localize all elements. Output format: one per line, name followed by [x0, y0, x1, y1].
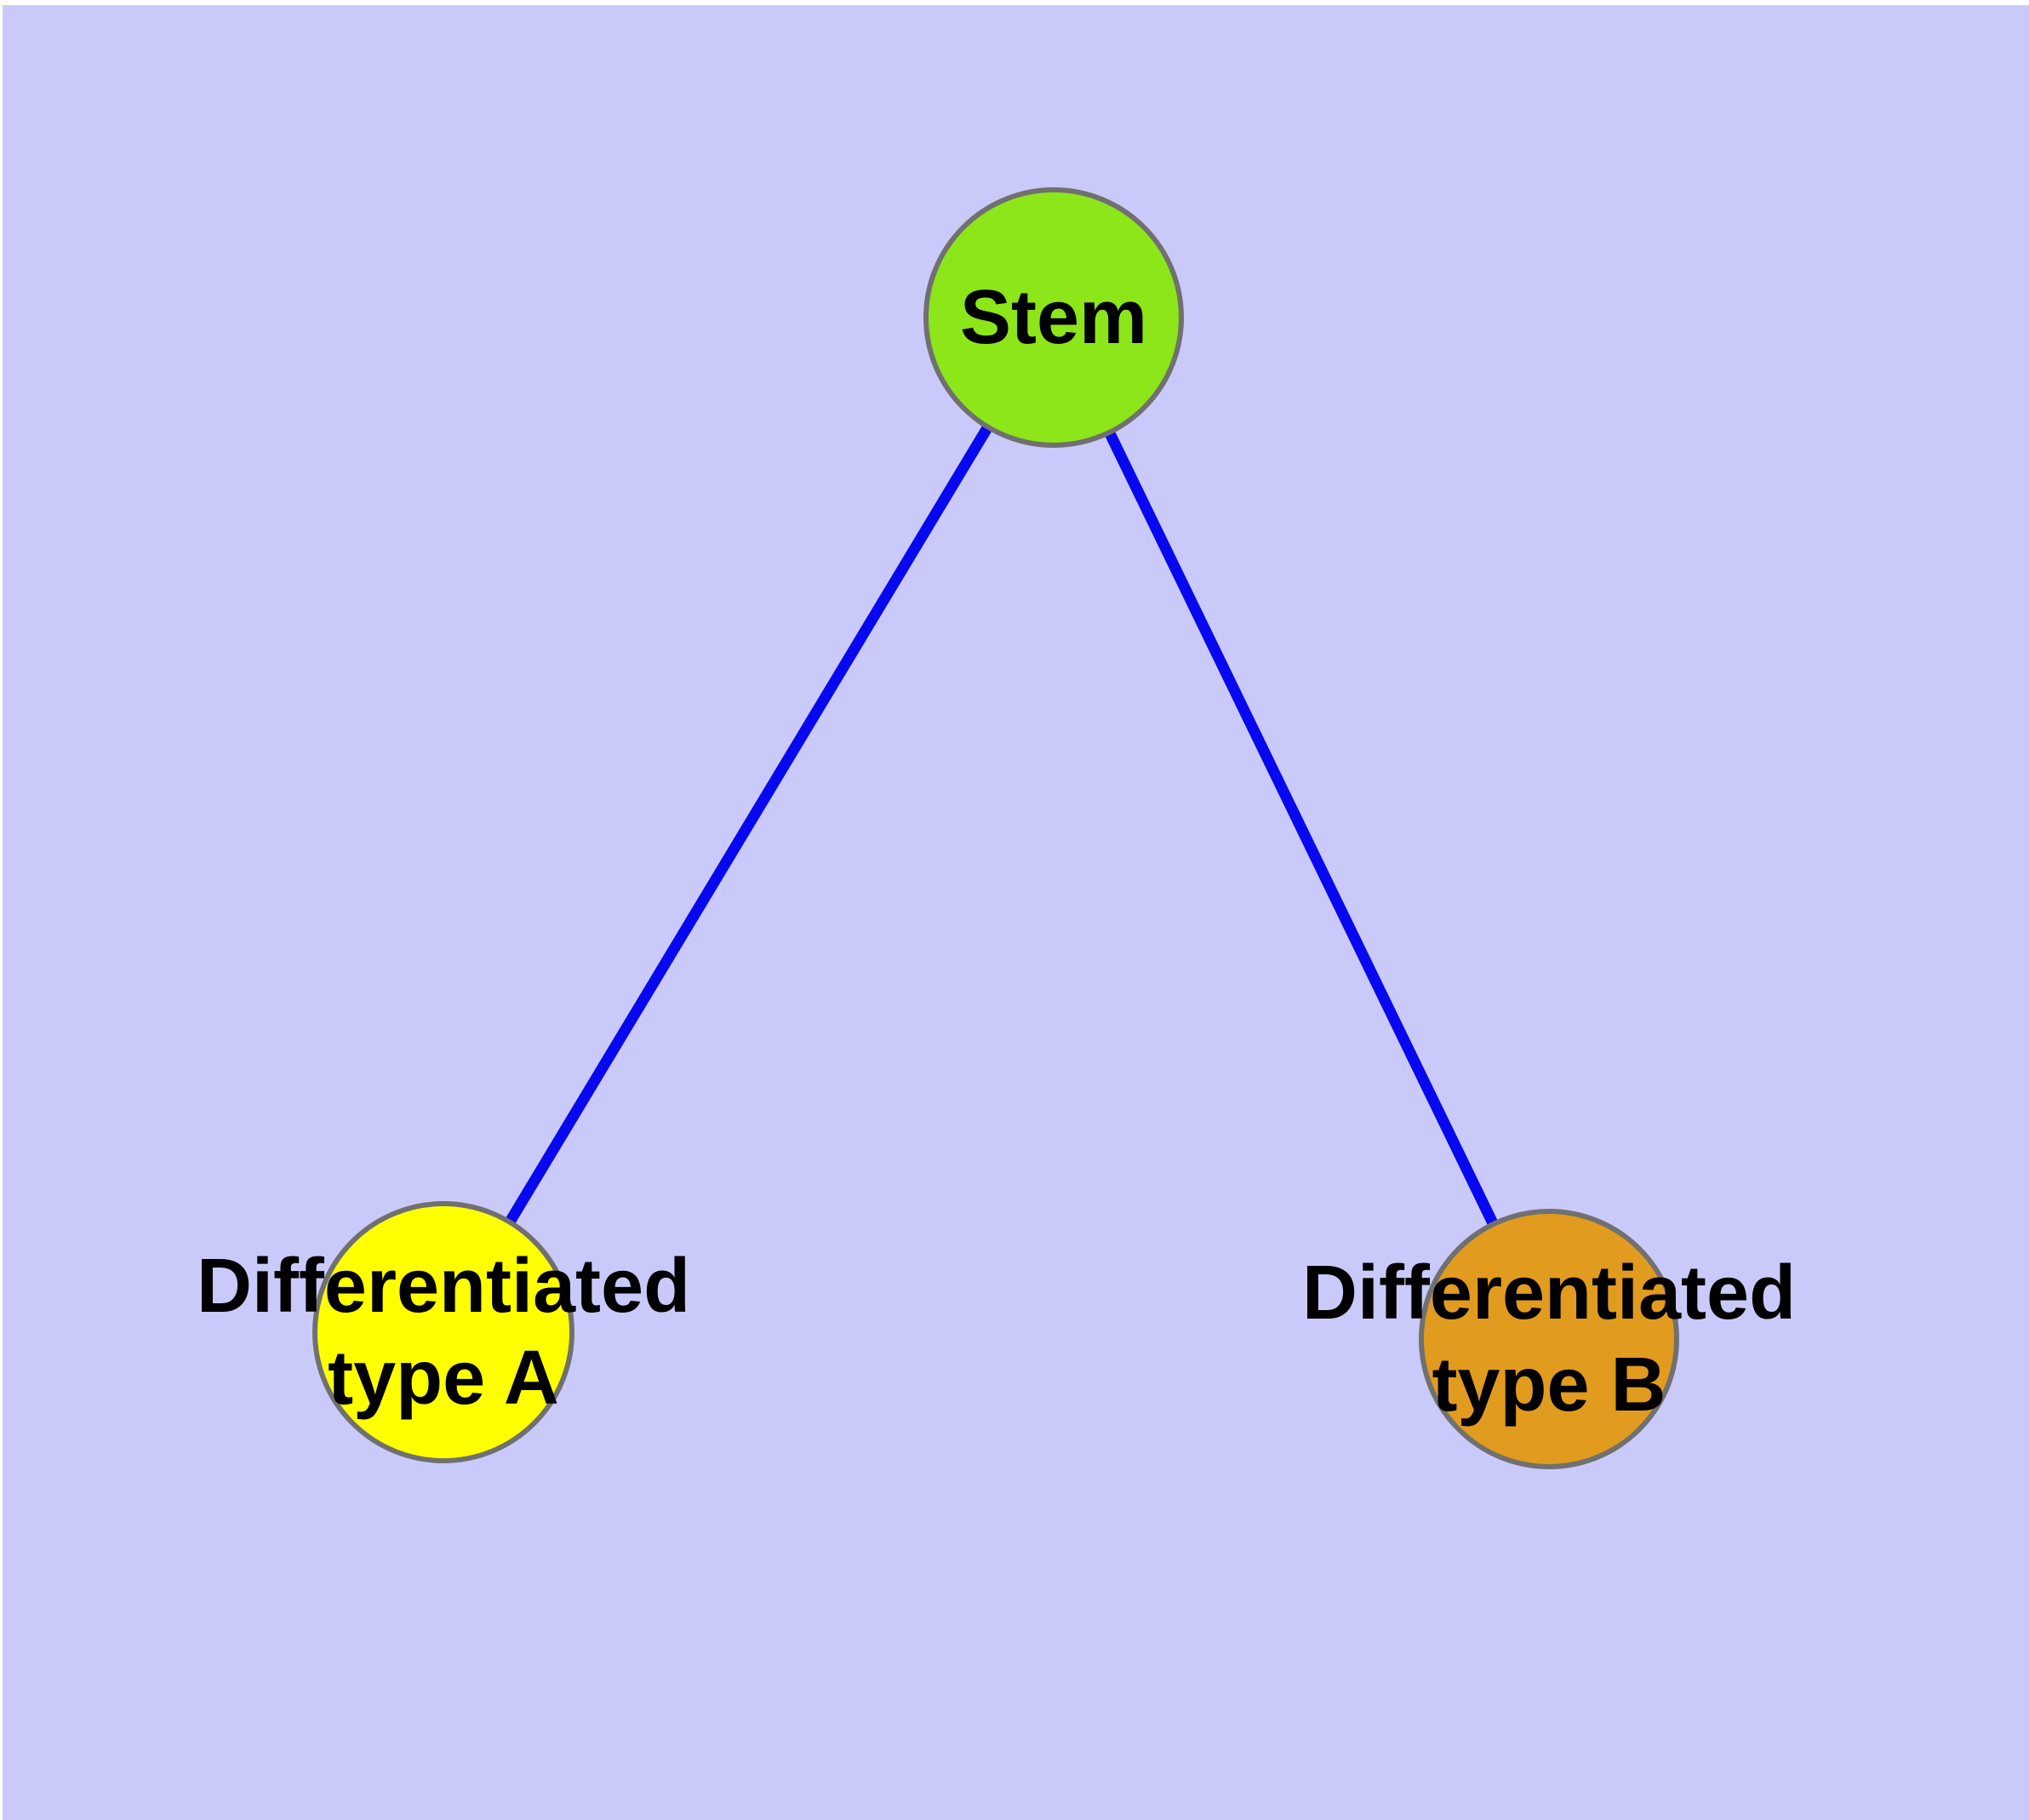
edge-stem-to-type-a	[438, 314, 1059, 1336]
node-differentiated-type-a-circle[interactable]	[312, 1201, 574, 1463]
node-stem-circle[interactable]	[923, 187, 1184, 448]
edge-stem-to-type-b	[1049, 315, 1554, 1342]
node-differentiated-type-b-circle[interactable]	[1419, 1209, 1679, 1469]
